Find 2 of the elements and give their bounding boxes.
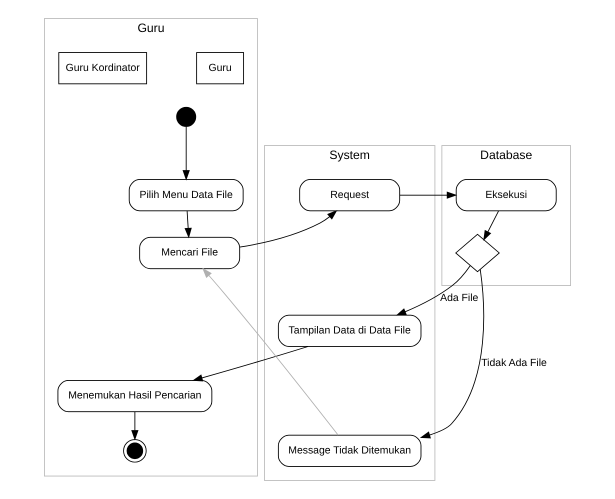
edge-label: Tidak Ada File [481,358,547,370]
edge-label: Ada File [440,292,478,304]
